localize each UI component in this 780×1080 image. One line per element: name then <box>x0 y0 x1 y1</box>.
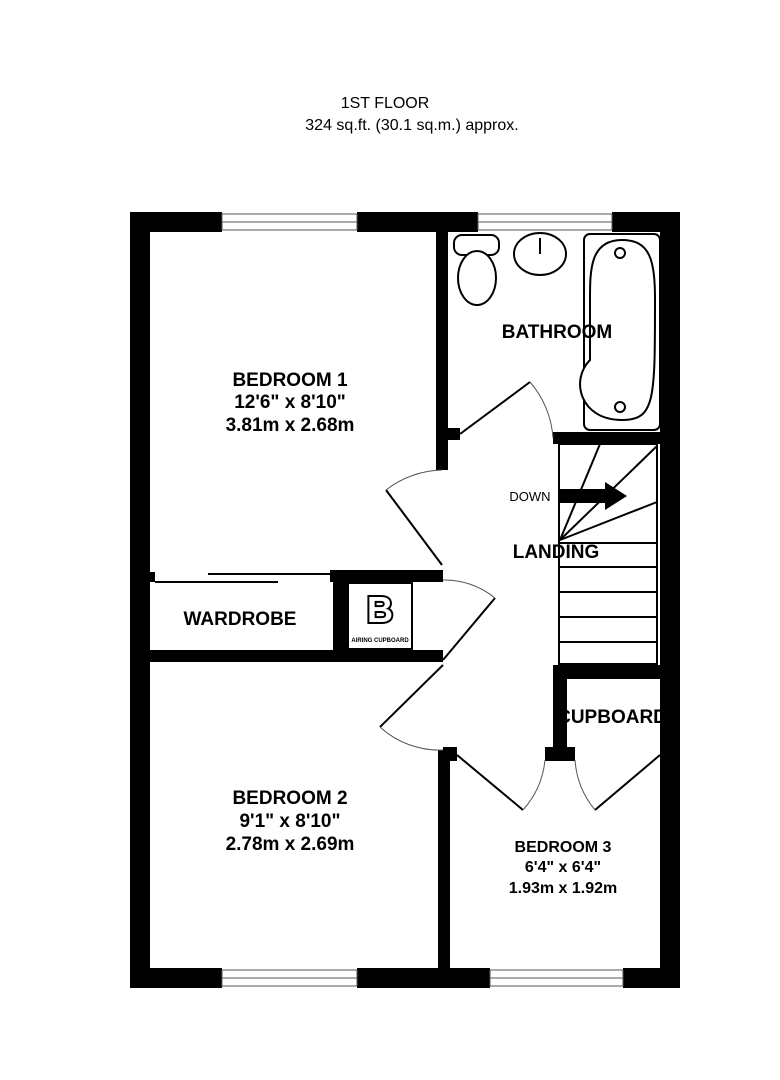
windows <box>221 213 624 987</box>
cupboard-name: CUPBOARD <box>557 707 667 728</box>
landing-name: LANDING <box>513 542 600 563</box>
bedroom2-imperial: 9'1" x 8'10" <box>239 811 340 832</box>
bathroom-name: BATHROOM <box>502 322 612 343</box>
airing-cupboard-door[interactable] <box>442 579 496 661</box>
airing-cupboard-name: AIRING CUPBOARD <box>351 638 409 644</box>
boiler-icon: B <box>367 589 393 630</box>
arrow-down-stairs-icon <box>559 482 627 510</box>
cupboard-door[interactable] <box>574 754 661 811</box>
bath-icon <box>579 233 661 431</box>
bedroom1-imperial: 12'6" x 8'10" <box>234 392 346 413</box>
bathroom-door[interactable] <box>459 381 554 439</box>
bedroom3-door[interactable] <box>456 754 546 811</box>
stairs-down-label: DOWN <box>509 489 550 504</box>
bedroom1-name: BEDROOM 1 <box>232 370 348 391</box>
bedroom1-door[interactable] <box>385 469 443 566</box>
bedroom2-door[interactable] <box>379 664 444 751</box>
bedroom3-imperial: 6'4" x 6'4" <box>525 859 601 876</box>
bedroom2-metric: 2.78m x 2.69m <box>226 834 355 855</box>
bedroom3-name: BEDROOM 3 <box>515 839 612 856</box>
bedroom3-metric: 1.93m x 1.92m <box>509 880 618 897</box>
walls <box>130 212 680 988</box>
floor-area: 324 sq.ft. (30.1 sq.m.) approx. <box>305 117 518 134</box>
bedroom1-metric: 3.81m x 2.68m <box>226 415 355 436</box>
floor-title: 1ST FLOOR <box>341 95 430 112</box>
toilet-icon <box>453 234 500 306</box>
sink-icon <box>513 232 567 276</box>
bedroom2-name: BEDROOM 2 <box>232 788 347 809</box>
wardrobe-name: WARDROBE <box>184 609 297 630</box>
airing-cupboard <box>347 582 413 650</box>
